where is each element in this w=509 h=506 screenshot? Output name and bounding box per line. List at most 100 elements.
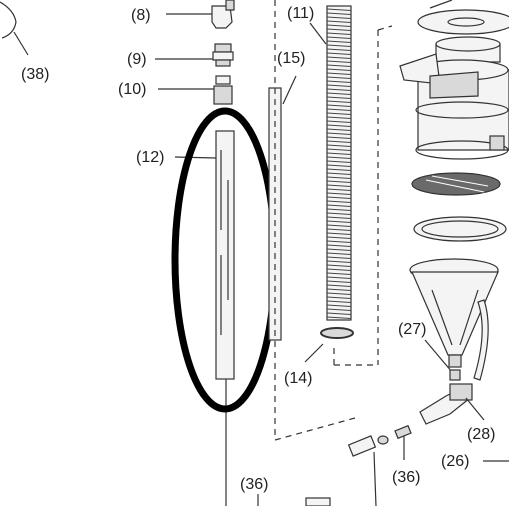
part-10-coupling [158, 75, 233, 105]
hose-rib [326, 244, 352, 247]
hose-rib [326, 264, 352, 267]
hose-rib [326, 148, 352, 151]
label-15: (15) [277, 50, 305, 67]
hose-rib [326, 256, 352, 259]
hose-rib [326, 296, 352, 299]
hose-rib [326, 316, 352, 319]
hose-rib [326, 168, 352, 171]
hose-rib [326, 128, 352, 131]
label-11: (11) [287, 5, 314, 22]
part-15-tube [268, 75, 297, 341]
label-27: (27) [398, 321, 426, 338]
part-28-elbow [419, 383, 485, 425]
hose-rib [326, 36, 352, 39]
hose-rib [326, 32, 352, 35]
hose-rib [326, 48, 352, 51]
hose-rib [326, 200, 352, 203]
label-28: (28) [467, 426, 495, 443]
hose-rib [326, 172, 352, 175]
hose-rib [326, 76, 352, 79]
hopper-lid [417, 0, 509, 63]
hose-rib [326, 92, 352, 95]
label-8: (8) [131, 7, 151, 24]
hose-rib [326, 40, 352, 43]
hose-rib [326, 212, 352, 215]
hose-rib [326, 208, 352, 211]
part-36-filter [347, 424, 412, 506]
label-36-lower: (36) [240, 476, 268, 493]
hose-rib [326, 204, 352, 207]
hose-rib [326, 96, 352, 99]
hose-rib [326, 276, 352, 279]
hose-rib [326, 196, 352, 199]
hose-rib [326, 232, 352, 235]
hose-rib [326, 280, 352, 283]
hose-rib [326, 288, 352, 291]
part-27-valve [424, 339, 461, 381]
hose-rib [326, 300, 352, 303]
hose-rib [326, 12, 352, 15]
hose-rib [326, 156, 352, 159]
label-10: (10) [118, 81, 146, 98]
hose-rib [326, 308, 352, 311]
hose-rib [326, 16, 352, 19]
hose-rib [326, 240, 352, 243]
hose-rib [326, 88, 352, 91]
hose-rib [326, 284, 352, 287]
label-36-right: (36) [392, 469, 420, 486]
hose-rib [326, 176, 352, 179]
label-12: (12) [136, 149, 164, 166]
hose-rib [326, 28, 352, 31]
hose-rib [326, 72, 352, 75]
hose-rib [326, 132, 352, 135]
hose-rib [326, 292, 352, 295]
hopper-body [399, 53, 509, 160]
hose-rib [326, 8, 352, 11]
hose-rib [326, 100, 352, 103]
hose-rib [326, 80, 352, 83]
hose-rib [326, 120, 352, 123]
screen-disc [411, 172, 501, 196]
hose-rib [326, 84, 352, 87]
hose-rib [326, 304, 352, 307]
label-38: (38) [21, 66, 49, 83]
gasket-ring [413, 216, 507, 242]
hose-rib [326, 144, 352, 147]
hose-rib [326, 252, 352, 255]
hose-rib [326, 188, 352, 191]
hose-rib [326, 164, 352, 167]
hose-rib [326, 216, 352, 219]
hose-rib [326, 160, 352, 163]
hose-rib [326, 228, 352, 231]
hose-rib [326, 64, 352, 67]
hose-rib [326, 56, 352, 59]
hose-rib [326, 268, 352, 271]
hose-rib [326, 104, 352, 107]
hose-rib [326, 224, 352, 227]
hose-rib [326, 140, 352, 143]
leader-11 [309, 22, 327, 45]
hose-rib [326, 20, 352, 23]
hose-rib [326, 108, 352, 111]
hose-rib [326, 68, 352, 71]
hose-rib [326, 184, 352, 187]
dashed-boundary [274, 0, 393, 441]
part-11-hose [326, 5, 352, 321]
hose-rib [326, 220, 352, 223]
hose-rib [326, 180, 352, 183]
hose-rib [326, 152, 352, 155]
part-14-ring [304, 327, 354, 363]
hose-rib [326, 312, 352, 315]
hose-rib [326, 60, 352, 63]
label-26: (26) [441, 453, 469, 470]
label-14: (14) [284, 370, 312, 387]
part-12-suction-tube [174, 130, 235, 506]
hose-rib [326, 112, 352, 115]
hose-rib [326, 24, 352, 27]
part-36-lower [257, 494, 331, 506]
hose-rib [326, 260, 352, 263]
hose-rib [326, 272, 352, 275]
hose-rib [326, 52, 352, 55]
part-38-shape [0, 1, 29, 56]
